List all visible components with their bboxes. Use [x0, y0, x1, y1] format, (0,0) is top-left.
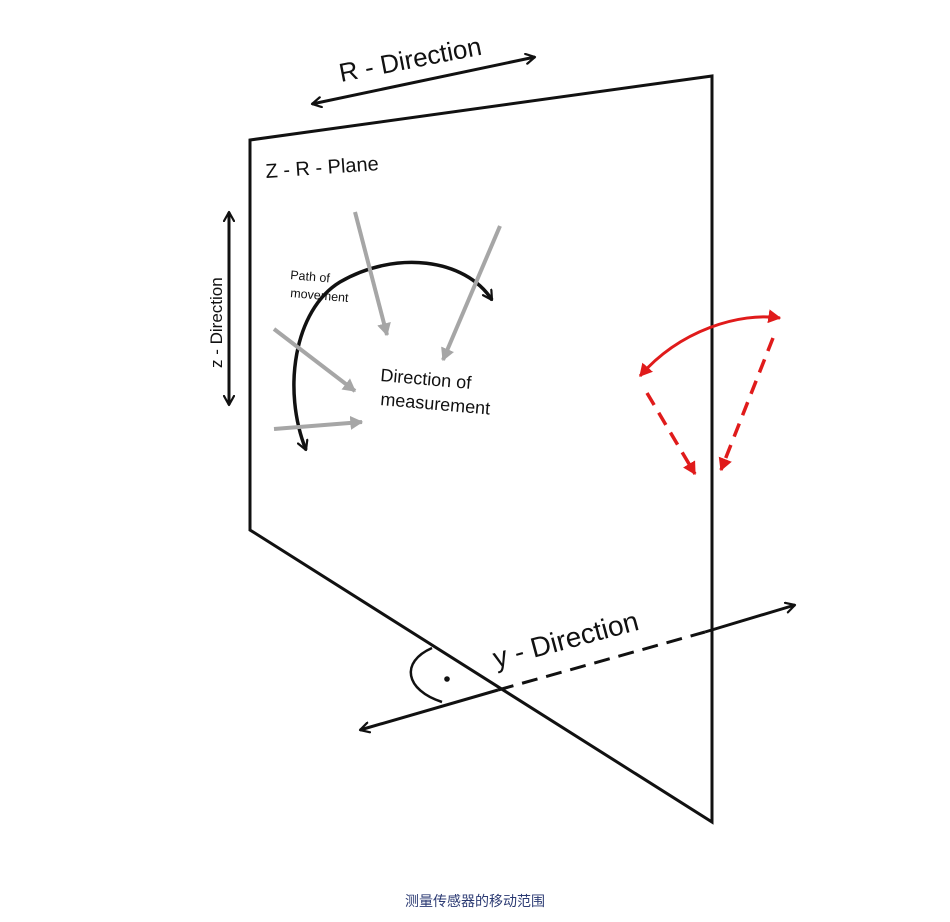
figure-caption: 测量传感器的移动范围 [405, 894, 545, 910]
y-direction-hidden-segment [497, 630, 706, 692]
measurement-arrow-1 [353, 211, 391, 337]
measurement-arrow-3 [272, 327, 357, 393]
sensor-range-dashed-arrow-left [645, 392, 697, 476]
path-of-movement-arrow [292, 260, 494, 450]
zr-plane [248, 74, 714, 825]
right-angle-marker [409, 646, 443, 704]
measurement-arrow-2 [441, 225, 502, 362]
z-direction-label: z - Direction [207, 277, 226, 368]
path-of-movement-label-line1: Path of [290, 268, 331, 285]
y-direction-front-segment [360, 688, 499, 730]
path-of-movement-label-line2: movement [290, 286, 350, 305]
y-direction-back-segment [704, 605, 795, 634]
sensor-range-dashed-arrow-right [718, 337, 775, 472]
right-angle-dot [444, 676, 450, 682]
r-direction-arrow [312, 57, 535, 104]
measurement-arrow-4 [273, 415, 364, 431]
sensor-swing-arc [638, 309, 782, 377]
r-direction-label: R - Direction [336, 31, 484, 88]
